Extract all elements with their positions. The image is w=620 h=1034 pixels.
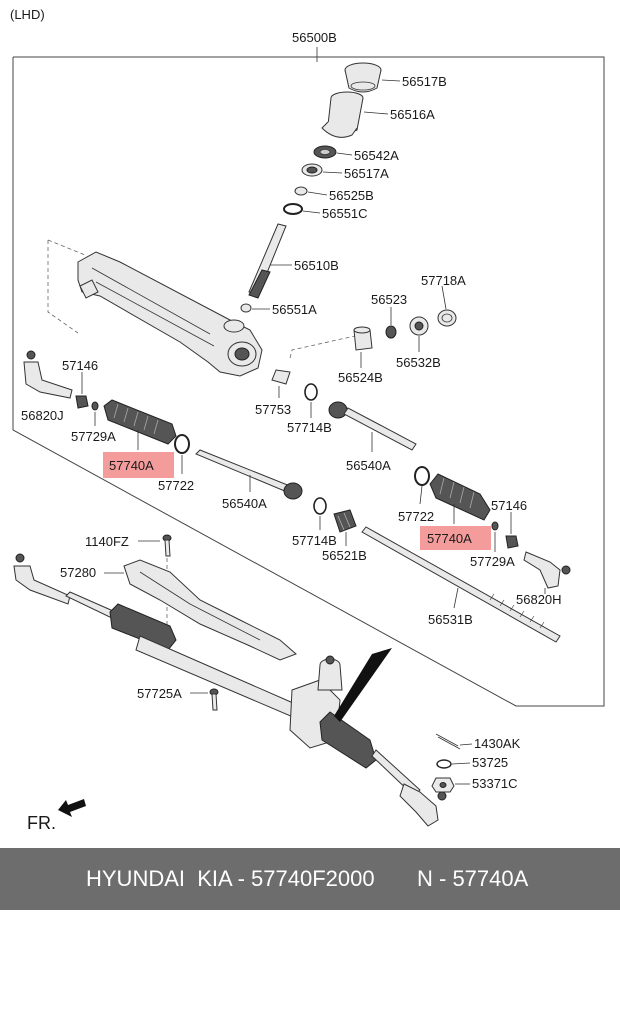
- label-56516A: 56516A: [390, 107, 435, 122]
- banner-ref-number: N - 57740A: [417, 866, 529, 891]
- front-arrow-icon: [58, 799, 86, 817]
- housing-56516A: [321, 91, 364, 138]
- banner-brand-part: HYUNDAI KIA - 57740F2000: [86, 866, 375, 891]
- label-57146-right: 57146: [491, 498, 527, 513]
- washer-57714B-bottom: [313, 497, 327, 515]
- label-57146-left: 57146: [62, 358, 98, 373]
- bolt-57725A: [209, 688, 219, 711]
- label-57725A: 57725A: [137, 686, 182, 701]
- nut-53371C: [431, 777, 455, 793]
- mount-cap-56517B: [344, 62, 382, 93]
- clip-57729A-right: [491, 521, 499, 531]
- label-56523: 56523: [371, 292, 407, 307]
- label-57753: 57753: [255, 402, 291, 417]
- clamp-57722-right: [414, 466, 430, 486]
- seal-56517A: [301, 163, 323, 177]
- front-label: FR.: [27, 813, 56, 833]
- label-57729A-left: 57729A: [71, 429, 116, 444]
- ring-56525B: [294, 186, 308, 196]
- bellows-57740A-right: [429, 473, 491, 521]
- highlight-57740A-left: [103, 452, 174, 478]
- washer-57714B-top: [304, 383, 318, 401]
- label-57714B-bottom: 57714B: [292, 533, 337, 548]
- label-56820J: 56820J: [21, 408, 64, 423]
- label-57740A-left: 57740A: [109, 458, 154, 473]
- tie-rod-end-56820J: [23, 350, 73, 399]
- label-57729A-right: 57729A: [470, 554, 515, 569]
- label-56510B: 56510B: [294, 258, 339, 273]
- bolt-1140FZ: [162, 534, 172, 557]
- clamp-57722-left: [174, 434, 190, 454]
- label-56524B: 56524B: [338, 370, 383, 385]
- gear-assembly-lower: [13, 553, 447, 827]
- label-53371C: 53371C: [472, 776, 518, 791]
- lhd-label: (LHD): [10, 7, 45, 22]
- parts-diagram: (LHD) 56500B 56517B 56516A 56542A 56517A…: [10, 7, 605, 833]
- snap-ring-56551C: [283, 203, 303, 215]
- cotter-pin-1430AK: [435, 733, 461, 750]
- washer-57718A: [437, 309, 457, 327]
- label-56551A: 56551A: [272, 302, 317, 317]
- clip-57729A-left: [91, 401, 99, 411]
- label-56820H: 56820H: [516, 592, 562, 607]
- washer-53725: [436, 759, 452, 769]
- rack-housing: [77, 251, 263, 377]
- bushing-56523: [385, 325, 397, 339]
- rack-bar-56531B: [361, 526, 561, 643]
- bearing-56542A: [313, 145, 337, 159]
- bushing-56521B: [333, 509, 357, 533]
- tie-rod-end-56820H: [523, 551, 571, 589]
- ring-56551A: [240, 303, 252, 313]
- nut-57146-right: [505, 535, 519, 549]
- label-56542A: 56542A: [354, 148, 399, 163]
- assembly-number: 56500B: [292, 30, 337, 45]
- label-56540A-right: 56540A: [346, 458, 391, 473]
- pinion-shaft-56510B: [248, 223, 287, 299]
- label-56525B: 56525B: [329, 188, 374, 203]
- label-56521B: 56521B: [322, 548, 367, 563]
- inner-tie-rod-56540A-left: [195, 449, 303, 500]
- nut-57146-left: [75, 395, 89, 409]
- highlight-57740A-right: [420, 526, 491, 550]
- label-56540A-left: 56540A: [222, 496, 267, 511]
- plug-56524B: [353, 326, 373, 351]
- label-56517B: 56517B: [402, 74, 447, 89]
- assembly-frame: [12, 56, 605, 707]
- inner-tie-rod-56540A-right: [328, 401, 417, 451]
- label-56551C: 56551C: [322, 206, 368, 221]
- label-1140FZ: 1140FZ: [85, 534, 129, 549]
- plate-57753: [271, 369, 291, 385]
- label-56531B: 56531B: [428, 612, 473, 627]
- label-57714B-top: 57714B: [287, 420, 332, 435]
- label-57722-right: 57722: [398, 509, 434, 524]
- pointer-arrow: [334, 648, 392, 722]
- label-57740A-right: 57740A: [427, 531, 472, 546]
- label-53725: 53725: [472, 755, 508, 770]
- label-57280: 57280: [60, 565, 96, 580]
- part-number-banner: HYUNDAI KIA - 57740F2000 N - 57740A: [0, 848, 620, 910]
- label-56517A: 56517A: [344, 166, 389, 181]
- bellows-57740A-left: [103, 399, 177, 445]
- label-56532B: 56532B: [396, 355, 441, 370]
- label-57722-left: 57722: [158, 478, 194, 493]
- label-57718A: 57718A: [421, 273, 466, 288]
- yoke-56532B: [409, 316, 429, 336]
- label-1430AK: 1430AK: [474, 736, 521, 751]
- heat-shield-57280: [123, 559, 297, 661]
